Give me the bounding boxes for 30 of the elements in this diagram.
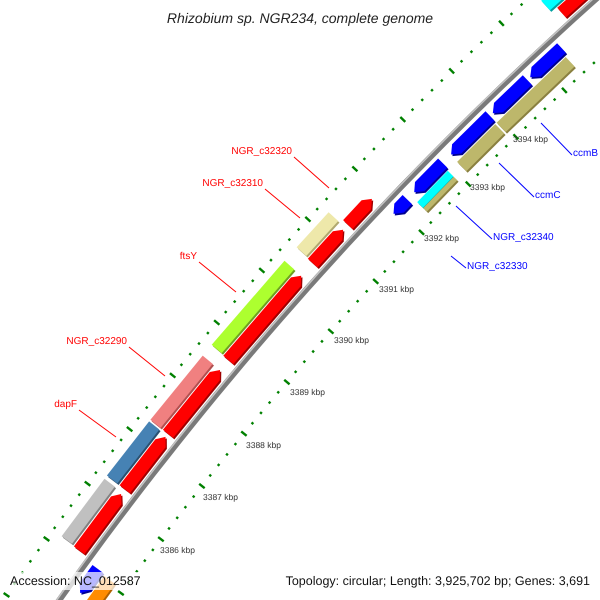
accession-text: Accession: NC_012587 (8, 572, 143, 590)
position-label: 3392 kbp (424, 233, 459, 244)
leader-line (450, 256, 466, 268)
leader-line (78, 410, 116, 438)
gene-label: dapF (54, 398, 77, 411)
gene-label: NGR_c32340 (493, 231, 554, 244)
position-label: 3390 kbp (334, 335, 369, 346)
gene-label: NGR_c32330 (467, 260, 528, 273)
position-label: 3386 kbp (160, 545, 195, 556)
position-label: 3393 kbp (470, 182, 505, 193)
leader-line (128, 346, 166, 376)
gene-label: ccmB (573, 147, 598, 160)
gene-label: ccmC (535, 189, 561, 202)
position-label: 3391 kbp (379, 284, 414, 295)
leader-line (498, 162, 534, 198)
gene-label: NGR_c32290 (66, 335, 127, 348)
position-label: 3389 kbp (290, 387, 325, 398)
gene-label: ftsY (180, 250, 197, 263)
position-label: 3394 kbp (513, 134, 548, 145)
position-label: 3388 kbp (246, 440, 281, 451)
leader-line (198, 262, 236, 292)
map-title: Rhizobium sp. NGR234, complete genome (166, 9, 434, 27)
genome-info-text: Topology: circular; Length: 3,925,702 bp; Genes: 3,691 (284, 573, 591, 590)
leader-line (264, 188, 300, 218)
leader-line (456, 206, 492, 240)
gene-label: NGR_c32310 (202, 177, 263, 190)
position-label: 3387 kbp (203, 492, 238, 503)
gene-label: NGR_c32320 (231, 145, 292, 158)
leader-line (294, 156, 330, 188)
leader-line (540, 122, 572, 156)
